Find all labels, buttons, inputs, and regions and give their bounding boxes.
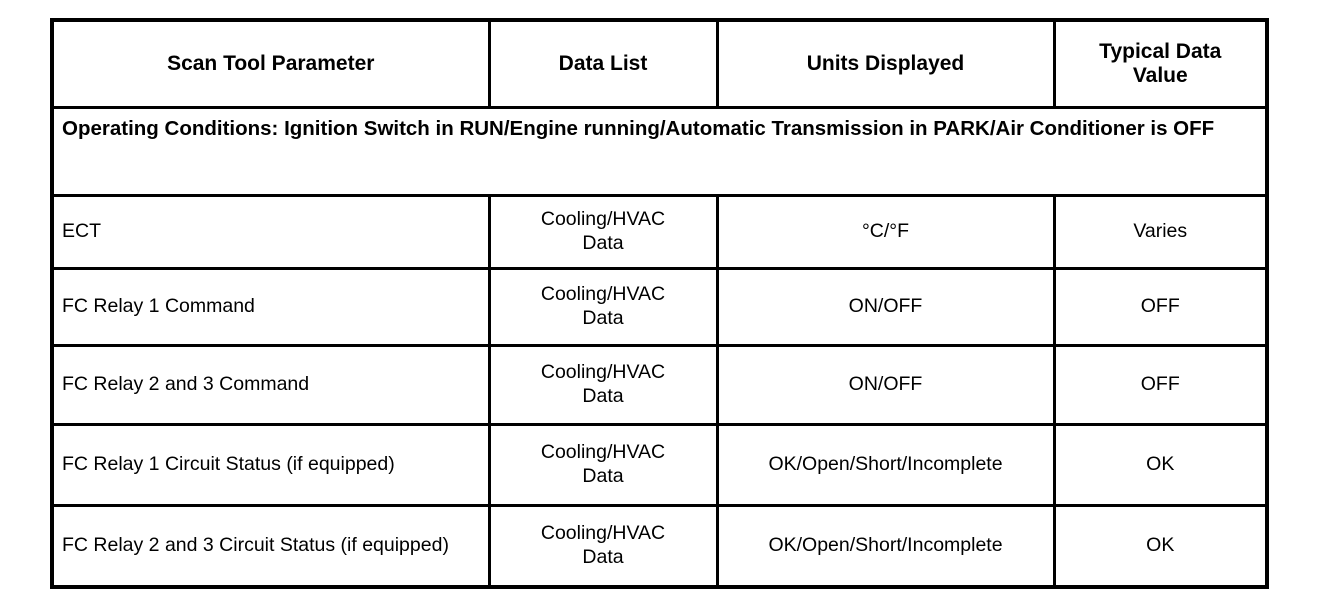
column-header-units-displayed: Units Displayed: [715, 18, 1056, 109]
cell-units: °C/°F: [715, 194, 1056, 270]
cell-typical-value: OK: [1052, 423, 1269, 507]
column-header-scan-tool-parameter: Scan Tool Parameter: [50, 18, 491, 109]
cell-typical-value: OFF: [1052, 344, 1269, 426]
cell-parameter: FC Relay 1 Circuit Status (if equipped): [50, 423, 491, 507]
document-page: Scan Tool Parameter Data List Units Disp…: [50, 18, 1269, 589]
cell-units: OK/Open/Short/Incomplete: [715, 504, 1056, 589]
cell-typical-value: OK: [1052, 504, 1269, 589]
cell-units: OK/Open/Short/Incomplete: [715, 423, 1056, 507]
cell-units: ON/OFF: [715, 344, 1056, 426]
cell-parameter: FC Relay 2 and 3 Circuit Status (if equi…: [50, 504, 491, 589]
operating-conditions-row: Operating Conditions: Ignition Switch in…: [50, 106, 1269, 197]
cell-parameter: FC Relay 1 Command: [50, 267, 491, 347]
cell-parameter: FC Relay 2 and 3 Command: [50, 344, 491, 426]
cell-parameter: ECT: [50, 194, 491, 270]
operating-conditions-text: Operating Conditions: Ignition Switch in…: [50, 106, 1269, 197]
cell-units: ON/OFF: [715, 267, 1056, 347]
cell-typical-value: Varies: [1052, 194, 1269, 270]
column-header-data-list: Data List: [487, 18, 719, 109]
table-row: FC Relay 1 Circuit Status (if equipped) …: [50, 423, 1269, 507]
scan-tool-parameter-table: Scan Tool Parameter Data List Units Disp…: [50, 18, 1269, 589]
cell-typical-value: OFF: [1052, 267, 1269, 347]
table-header-row: Scan Tool Parameter Data List Units Disp…: [50, 18, 1269, 109]
table-row: FC Relay 2 and 3 Circuit Status (if equi…: [50, 504, 1269, 589]
